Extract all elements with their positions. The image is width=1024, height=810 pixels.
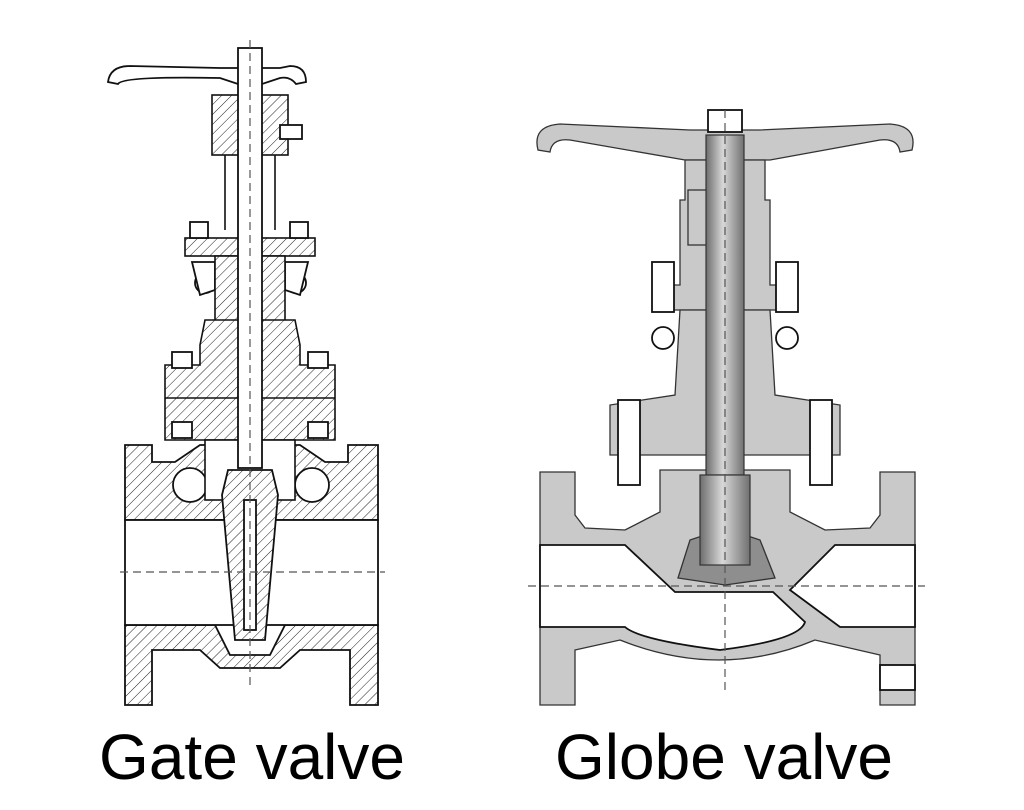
globe-stem bbox=[705, 134, 745, 476]
globe-bore bbox=[539, 544, 807, 651]
gate-valve-drawing bbox=[107, 40, 385, 706]
globe-body bbox=[539, 469, 916, 706]
globe-valve-label: Globe valve bbox=[555, 721, 893, 793]
gate-handwheel bbox=[107, 65, 307, 86]
gate-valve-label: Gate valve bbox=[99, 721, 405, 793]
globe-valve-drawing bbox=[528, 109, 925, 706]
